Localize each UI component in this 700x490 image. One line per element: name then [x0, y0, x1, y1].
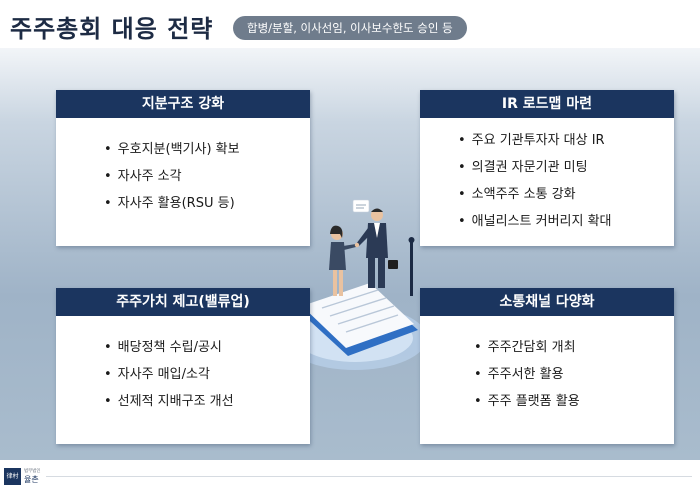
list-item: 자사주 소각 [104, 163, 310, 190]
slide-header: 주주총회 대응 전략 합병/분할, 이사선임, 이사보수한도 승인 등 [0, 0, 700, 50]
card-title: 지분구조 강화 [56, 90, 310, 118]
card-list: 우호지분(백기사) 확보 자사주 소각 자사주 활용(RSU 등) [56, 118, 310, 217]
document-platform-icon [298, 283, 418, 356]
card-communication-channels: 소통채널 다양화 주주간담회 개최 주주서한 활용 주주 플랫폼 활용 [420, 288, 674, 444]
list-item: 주주서한 활용 [474, 361, 674, 388]
card-list: 주주간담회 개최 주주서한 활용 주주 플랫폼 활용 [420, 316, 674, 415]
list-item: 우호지분(백기사) 확보 [104, 136, 310, 163]
list-item: 자사주 매입/소각 [104, 361, 310, 388]
slide-title: 주주총회 대응 전략 [10, 15, 214, 43]
speech-bubble-icon [352, 199, 370, 213]
slide-body: 지분구조 강화 우호지분(백기사) 확보 자사주 소각 자사주 활용(RSU 등… [0, 48, 700, 460]
card-ir-roadmap: IR 로드맵 마련 주요 기관투자자 대상 IR 의결권 자문기관 미팅 소액주… [420, 90, 674, 246]
handshake-illustration-icon [283, 199, 427, 370]
footer-divider [46, 476, 692, 477]
firm-logo-subtitle: 법무법인 [24, 469, 41, 474]
list-item: 주요 기관투자자 대상 IR [458, 127, 674, 154]
card-title: IR 로드맵 마련 [420, 90, 674, 118]
list-item: 주주 플랫폼 활용 [474, 388, 674, 415]
list-item: 자사주 활용(RSU 등) [104, 190, 310, 217]
card-value-up: 주주가치 제고(밸류업) 배당정책 수립/공시 자사주 매입/소각 선제적 지배… [56, 288, 310, 444]
list-item: 선제적 지배구조 개선 [104, 388, 310, 415]
list-item: 주주간담회 개최 [474, 334, 674, 361]
card-equity-structure: 지분구조 강화 우호지분(백기사) 확보 자사주 소각 자사주 활용(RSU 등… [56, 90, 310, 246]
card-list: 배당정책 수립/공시 자사주 매입/소각 선제적 지배구조 개선 [56, 316, 310, 415]
list-item: 소액주주 소통 강화 [458, 181, 674, 208]
subtitle-pill: 합병/분할, 이사선임, 이사보수한도 승인 등 [233, 16, 467, 40]
slide-footer: 律村 법무법인 율촌 [0, 460, 700, 490]
firm-logo-name: 율촌 [24, 475, 39, 484]
card-title: 주주가치 제고(밸류업) [56, 288, 310, 316]
card-list: 주요 기관투자자 대상 IR 의결권 자문기관 미팅 소액주주 소통 강화 애널… [420, 118, 674, 235]
list-item: 배당정책 수립/공시 [104, 334, 310, 361]
list-item: 의결권 자문기관 미팅 [458, 154, 674, 181]
firm-logo-mark: 律村 [4, 468, 21, 485]
list-item: 애널리스트 커버리지 확대 [458, 208, 674, 235]
card-title: 소통채널 다양화 [420, 288, 674, 316]
